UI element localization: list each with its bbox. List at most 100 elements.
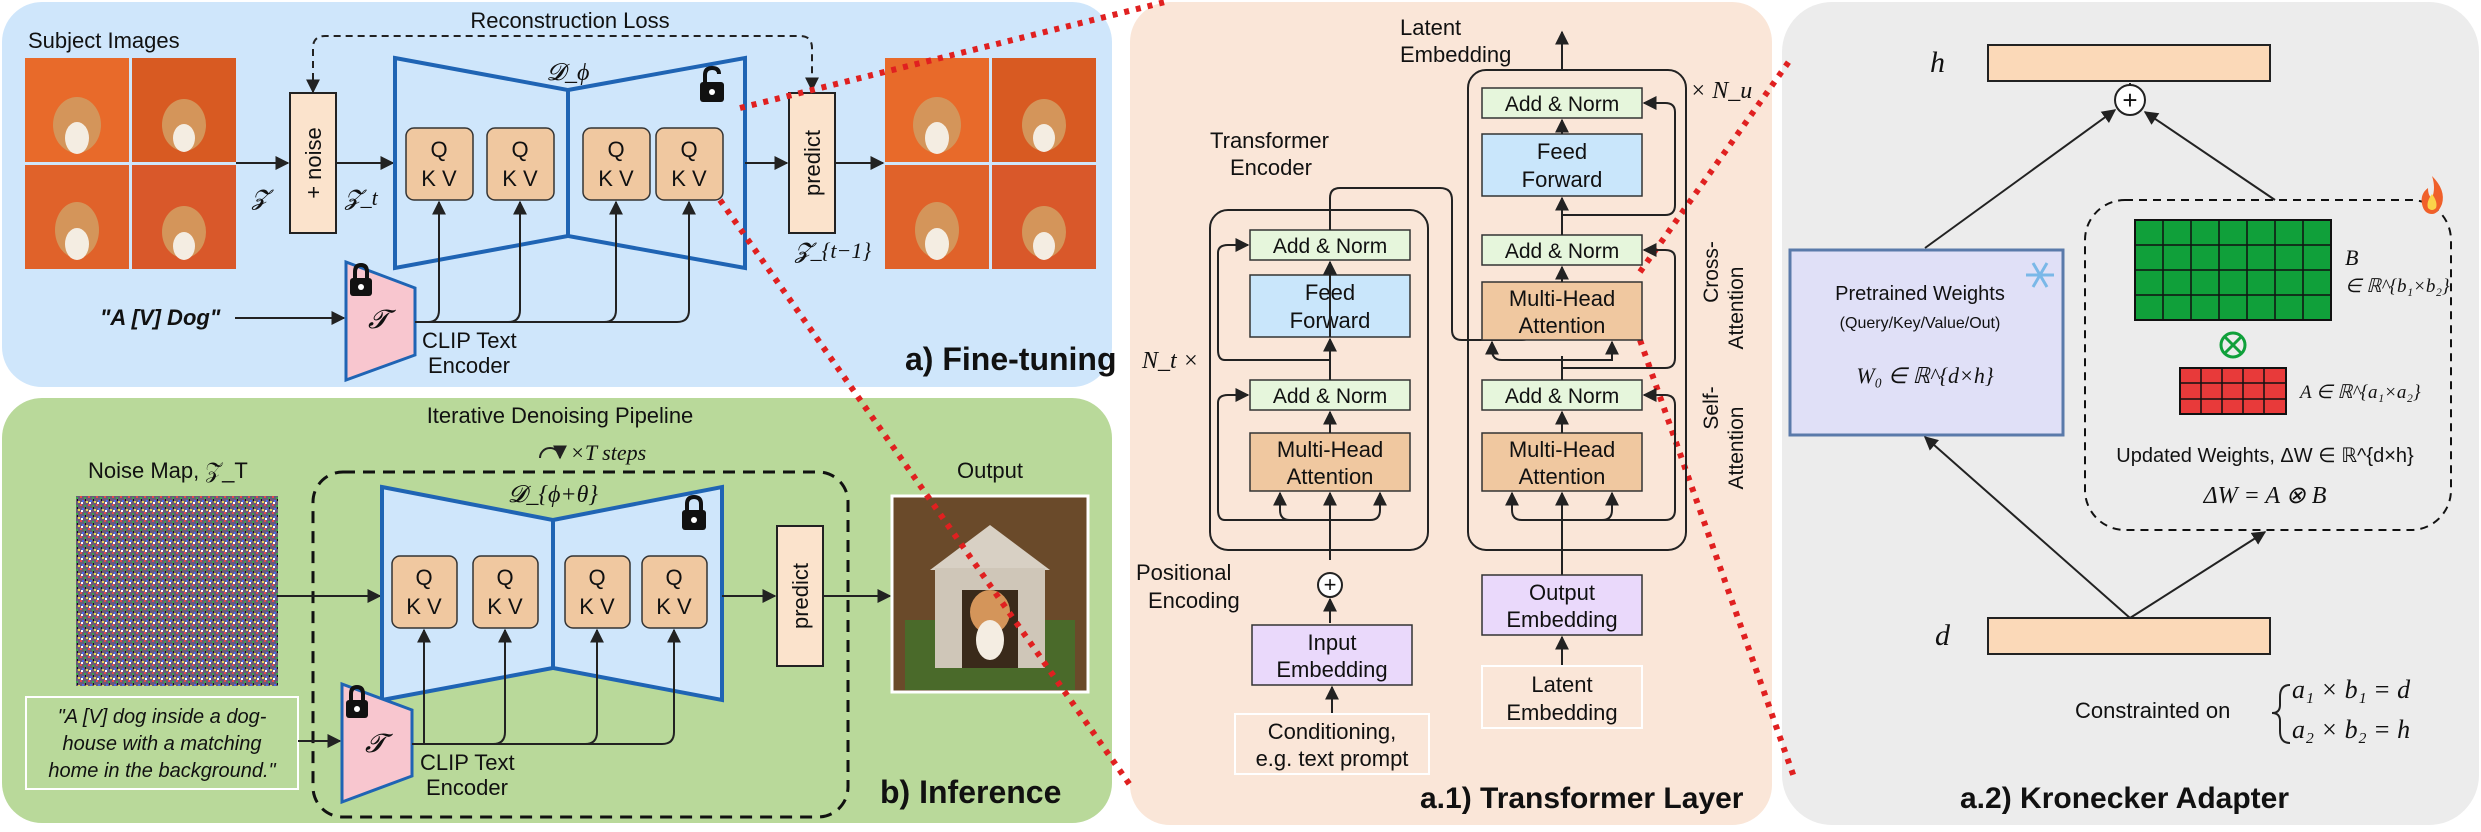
unlock-icon [700,65,724,102]
positional-encoding-line2: Encoding [1148,588,1240,613]
inference-prompt-line1: "A [V] dog inside a dog- [58,706,267,728]
decoder-feed-forward [1481,133,1643,197]
reconstructed-images-grid [885,58,1096,269]
svg-text:Add & Norm: Add & Norm [1505,240,1619,263]
predict-box [788,92,836,234]
latent-top-line1: Latent [1400,15,1461,40]
svg-text:Q: Q [415,565,432,590]
subject-images-label: Subject Images [28,28,180,53]
finetune-section: Subject Images 𝓩 + noise 𝓩_t Reconstruct… [25,8,1117,383]
updated-weights-label: Updated Weights, ΔW ∈ ℝ^{d×h} [2116,445,2414,467]
unet-label: 𝓓_{ϕ+θ} [508,482,598,508]
svg-text:K V: K V [502,166,538,191]
svg-text:+: + [1324,572,1337,597]
kronecker-product-icon [2219,331,2247,359]
svg-text:Forward: Forward [1522,167,1603,192]
svg-text:Multi-Head: Multi-Head [1509,286,1615,311]
updated-weights-box [2084,199,2452,531]
predict-label: predict [800,130,825,196]
encoder-add-norm-top [1249,229,1411,261]
b-space: ∈ ℝ^{b₁×b₂} [2345,276,2450,297]
noise-map-label: Noise Map, 𝒵̃_T [88,458,248,483]
matrix-b [2134,219,2332,321]
svg-text:Add & Norm: Add & Norm [1273,235,1387,258]
self-attention-label-2: Attention [1725,407,1748,490]
svg-text:Add & Norm: Add & Norm [1273,385,1387,408]
input-embedding [1251,624,1413,686]
clip-label-line1: CLIP Text [420,750,515,775]
unet-label: 𝓓_ϕ [547,60,590,86]
finetune-panel-label: a) Fine-tuning [905,341,1117,377]
h-label: h [1930,46,1945,79]
nt-label: N_t × [1141,348,1199,374]
clip-label-line2: Encoder [428,353,510,378]
lock-icon [682,494,706,530]
svg-text:Embedding: Embedding [1506,607,1617,632]
svg-text:+: + [2122,85,2137,115]
svg-text:Input: Input [1308,630,1357,655]
inference-prompt-box [25,696,299,790]
decoder-block [1467,69,1687,551]
kronecker-section: h + Pretrained Weights (Query/Key/Value/… [1788,44,2452,815]
decoder-add-norm-top [1481,87,1643,119]
zt1-label: 𝓩_{t−1} [794,238,871,263]
inference-panel-label: b) Inference [880,774,1061,810]
svg-text:K V: K V [579,594,615,619]
finetune-prompt: "A [V] Dog" [100,305,221,330]
output-image [890,494,1090,694]
svg-text:Q: Q [588,565,605,590]
constraint-eq1: a₁ × b₁ = d [2292,675,2411,704]
predict-label: predict [788,563,813,629]
subject-images-grid [25,58,236,269]
svg-text:Output: Output [1529,580,1595,605]
svg-text:Conditioning,: Conditioning, [1268,719,1396,744]
decoder-add-norm-bottom [1481,379,1643,411]
encoder-multi-head-attention [1249,432,1411,492]
qkv-block: Q K V [582,127,651,201]
svg-text:K V: K V [421,166,457,191]
clip-label-line2: Encoder [426,775,508,800]
zoom-connectors [717,0,1798,787]
svg-text:Latent: Latent [1531,672,1592,697]
svg-text:Q: Q [496,565,513,590]
output-label: Output [957,458,1023,483]
kronecker-panel-label: a.2) Kronecker Adapter [1960,782,2289,815]
qkv-block: Q K V [641,555,708,629]
svg-text:Q: Q [511,137,528,162]
h-bar [1987,44,2271,82]
svg-text:Embedding: Embedding [1506,700,1617,725]
pipeline-title: Iterative Denoising Pipeline [427,403,694,428]
lock-icon [346,684,368,718]
noise-label: + noise [301,127,326,199]
kronecker-panel [1782,2,2479,825]
noise-map-image [76,496,278,686]
decoder-cross-attention [1481,281,1643,341]
svg-text:Q: Q [430,137,447,162]
cross-attention-label-2: Attention [1725,267,1748,350]
svg-text:Multi-Head: Multi-Head [1277,437,1383,462]
qkv-block: Q K V [564,555,631,629]
snowflake-icon [2026,262,2054,288]
steps-label: ×T steps [570,440,646,465]
svg-text:Q: Q [665,565,682,590]
latent-embedding-box [1481,665,1643,729]
qkv-block: Q K V [405,127,474,201]
inference-prompt-line2: house with a matching [62,733,261,755]
svg-text:(Query/Key/Value/Out): (Query/Key/Value/Out) [1840,315,2001,332]
clip-label-line1: CLIP Text [422,328,517,353]
qkv-block: Q K V [472,555,539,629]
pipeline-dashed-box [311,470,850,819]
transformer-panel-label: a.1) Transformer Layer [1420,782,1744,815]
svg-text:Feed: Feed [1537,139,1587,164]
nu-label: × N_u [1690,78,1752,104]
encoder-block [1209,209,1429,551]
qkv-block: Q K V [391,555,458,629]
svg-text:K V: K V [671,166,707,191]
fire-icon [2421,176,2443,214]
svg-text:Embedding: Embedding [1276,657,1387,682]
cross-attention-label-1: Cross- [1700,241,1723,303]
matrix-a [2179,367,2287,415]
conditioning-box [1234,713,1430,775]
pretrained-weights-box [1788,248,2065,437]
positional-add-icon [1317,572,1343,598]
